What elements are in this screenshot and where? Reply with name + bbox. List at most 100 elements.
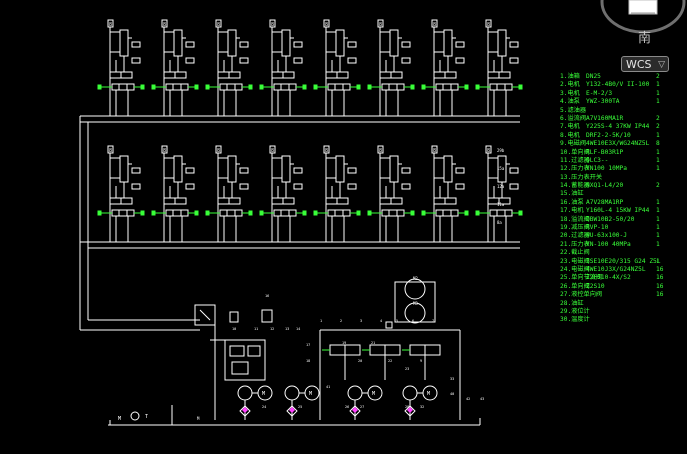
check-valve <box>401 183 411 190</box>
component-number: 43 <box>480 397 484 401</box>
component-number: 26 <box>345 405 349 409</box>
cylinder-tag-label: 8 <box>217 148 220 154</box>
part-model: Y160L-4 15KW IP44 <box>586 207 650 215</box>
cylinder-tag-label: 8 <box>433 148 436 154</box>
filter-element-icon <box>289 407 295 413</box>
part-name: 15.油缸 <box>560 190 584 198</box>
component-number: 1 <box>320 319 322 323</box>
side-label: 8a <box>497 220 502 225</box>
component-number: 12 <box>270 327 274 331</box>
solenoid-coil <box>248 210 253 216</box>
component-number: 21 <box>371 341 375 345</box>
viewcube[interactable] <box>600 0 687 45</box>
solenoid-coil <box>475 84 480 90</box>
ucs-label: WCS <box>626 58 652 71</box>
check-valve <box>455 183 465 190</box>
part-model: RLF-B03R1P <box>586 148 624 156</box>
component-number: 25 <box>298 405 302 409</box>
cylinder-body <box>227 155 237 183</box>
solenoid-coil <box>367 210 372 216</box>
motor-m2-icon <box>404 278 426 300</box>
part-name: 23.电磁阀 <box>560 257 590 265</box>
part-name: 30.温度计 <box>560 316 590 324</box>
component-number: 19 <box>342 341 346 345</box>
chevron-down-icon: ▽ <box>658 60 665 70</box>
parts-list-row: 5.滤油器 <box>560 107 685 115</box>
component-number: 33 <box>450 377 454 381</box>
directional-valve <box>435 209 459 217</box>
part-model: YWZ-300TA <box>586 98 620 106</box>
part-name: 2.电机 <box>560 81 580 89</box>
directional-valve <box>219 83 243 91</box>
solenoid-coil <box>194 84 199 90</box>
check-valve <box>185 183 195 190</box>
motor-label: M <box>262 391 265 397</box>
part-model: 4WE10E3X/WG24NZ5L <box>586 140 650 148</box>
part-model: Z2S10 <box>586 282 605 290</box>
part-model: NXQ1-L4/20 <box>586 182 624 190</box>
motor-label: M <box>372 391 375 397</box>
check-valve <box>239 57 249 64</box>
cylinder-body <box>173 29 183 57</box>
drawing-label: M <box>197 416 200 421</box>
part-quantity: 1 <box>656 240 660 248</box>
part-name: 12.压力表 <box>560 165 590 173</box>
cylinder-body <box>443 29 453 57</box>
part-quantity: 2 <box>656 123 660 131</box>
valve-block <box>247 345 261 357</box>
part-quantity: 1 <box>656 207 660 215</box>
motor-label: M2 <box>413 276 418 281</box>
motor-label: M3 <box>413 301 418 306</box>
part-quantity: 8 <box>656 140 660 148</box>
part-model: DN25 <box>586 73 601 80</box>
cylinder-tag-label: 8 <box>271 148 274 154</box>
parts-list-row: 15.油缸 <box>560 190 685 198</box>
part-name: 26.单向阀 <box>560 282 590 290</box>
cylinder-tag-label: 8 <box>163 148 166 154</box>
parts-list-row: 30.温度计 <box>560 316 685 324</box>
filter-element-icon <box>407 407 413 413</box>
check-valve <box>455 57 465 64</box>
solenoid-coil <box>248 84 253 90</box>
cylinder-tag-label: 8 <box>487 22 490 28</box>
motor-label: M <box>427 391 430 397</box>
thermometer-label: T <box>145 414 148 420</box>
part-quantity: 1 <box>656 257 660 265</box>
part-model: DBW10B2-50/20 <box>586 215 635 223</box>
directional-valve <box>435 83 459 91</box>
solenoid-coil <box>367 84 372 90</box>
parts-list-row: 13.压力表开关 <box>560 174 685 182</box>
compass-direction-label[interactable]: 南 <box>638 31 652 46</box>
directional-valve <box>111 83 135 91</box>
filter-icon <box>286 405 298 417</box>
check-valve <box>293 57 303 64</box>
check-valve <box>185 167 195 174</box>
cylinder-body <box>389 155 399 183</box>
gauge-label: M <box>118 416 121 422</box>
part-name: 7.电机 <box>560 123 580 131</box>
check-valve <box>347 57 357 64</box>
component-number: 6 <box>412 319 414 323</box>
part-name: 16.油泵 <box>560 198 584 206</box>
ucs-menu-button[interactable]: WCS ▽ <box>621 56 669 72</box>
solenoid-coil <box>410 84 415 90</box>
check-valve <box>293 183 303 190</box>
cylinder-tag-label: 8 <box>379 22 382 28</box>
part-quantity: 16 <box>656 265 664 273</box>
part-model: A7V28MA1RP <box>586 198 624 206</box>
pump-block <box>224 339 266 381</box>
check-valve <box>509 57 519 64</box>
directional-valve <box>165 83 189 91</box>
solenoid-coil <box>259 210 264 216</box>
part-quantity: 1 <box>656 98 660 106</box>
part-name: 3.电机 <box>560 89 580 97</box>
pressure-switch <box>385 321 393 329</box>
check-valve <box>347 41 357 48</box>
